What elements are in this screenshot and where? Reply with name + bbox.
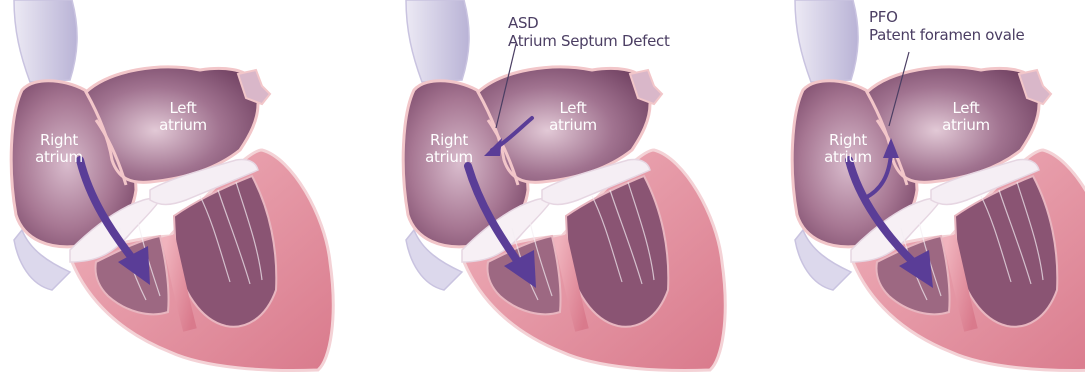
right-atrium-label: Right atrium — [424, 132, 474, 166]
flow-arrow-layer — [0, 0, 362, 381]
left-atrium-label: Left atrium — [158, 100, 208, 134]
panel-normal-heart: Right atrium Left atrium — [0, 0, 362, 381]
shunt-arrowhead — [484, 138, 502, 156]
pfo-abbreviation: PFO — [869, 8, 1024, 26]
pfo-leader-line — [889, 52, 909, 126]
blood-flow-arrow — [468, 166, 518, 262]
pfo-full-name: Patent foramen ovale — [869, 26, 1024, 44]
left-atrium-label: Left atrium — [548, 100, 598, 134]
asd-callout: ASD Atrium Septum Defect — [508, 14, 670, 50]
arrowhead — [504, 250, 536, 288]
asd-abbreviation: ASD — [508, 14, 670, 32]
pfo-shunt-arrowhead — [883, 138, 899, 158]
blood-flow-arrow — [80, 160, 132, 258]
flow-arrow-layer — [392, 0, 754, 381]
left-atrium-label: Left atrium — [941, 100, 991, 134]
asd-full-name: Atrium Septum Defect — [508, 32, 670, 50]
right-atrium-label: Right atrium — [34, 132, 84, 166]
flow-arrow-layer — [723, 0, 1085, 381]
blood-flow-arrow — [849, 160, 913, 262]
panel-pfo-heart: PFO Patent foramen ovale Right atrium Le… — [723, 0, 1085, 381]
asd-leader-line — [496, 44, 516, 128]
pfo-callout: PFO Patent foramen ovale — [869, 8, 1024, 44]
panel-asd-heart: ASD Atrium Septum Defect Right atrium Le… — [392, 0, 754, 381]
right-atrium-label: Right atrium — [823, 132, 873, 166]
